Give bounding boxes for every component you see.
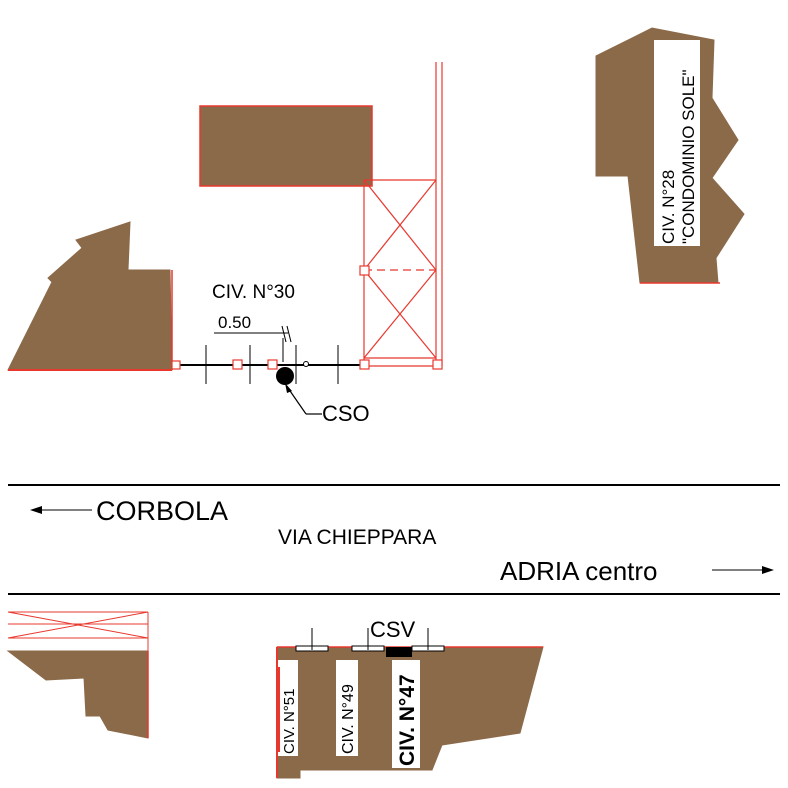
- building-west-south: [6, 611, 149, 739]
- cso-label: CSO: [322, 401, 370, 426]
- condominio-sole-label: "CONDOMINIO SOLE": [679, 69, 698, 244]
- civ-47-label: CIV. N°47: [396, 674, 419, 766]
- csv-label: CSV: [370, 617, 416, 642]
- civ-49-label: CIV. N°49: [340, 684, 357, 754]
- street-name: VIA CHIEPPARA: [278, 526, 436, 549]
- cso-symbol: [276, 367, 294, 385]
- building-west-north: [7, 221, 173, 371]
- civ-28-label: CIV. N°28: [659, 170, 678, 244]
- building-civ-28: CIV. N°28 "CONDOMINIO SOLE": [595, 27, 745, 284]
- dimension-label: 0.50: [218, 313, 251, 332]
- direction-adria: ADRIA centro: [500, 556, 774, 586]
- corbola-label: CORBOLA: [96, 496, 228, 526]
- civ-30-label: CIV. N°30: [212, 282, 295, 303]
- street-edges: [8, 484, 780, 595]
- civ-51-label: CIV. N°51: [281, 689, 298, 754]
- csv-valve-icon: [386, 647, 412, 657]
- building-rectangular-north: [199, 105, 373, 187]
- building-south-row: CSV CIV. N°51 CIV. N°49 CIV. N°47: [276, 617, 544, 779]
- direction-corbola: CORBOLA: [30, 496, 228, 526]
- construction-frame: [359, 62, 443, 367]
- adria-label: ADRIA centro: [500, 556, 658, 586]
- dimension-0-50: 0.50: [214, 313, 292, 362]
- property-line-north: [171, 345, 443, 384]
- cso-manhole: CSO: [276, 367, 370, 426]
